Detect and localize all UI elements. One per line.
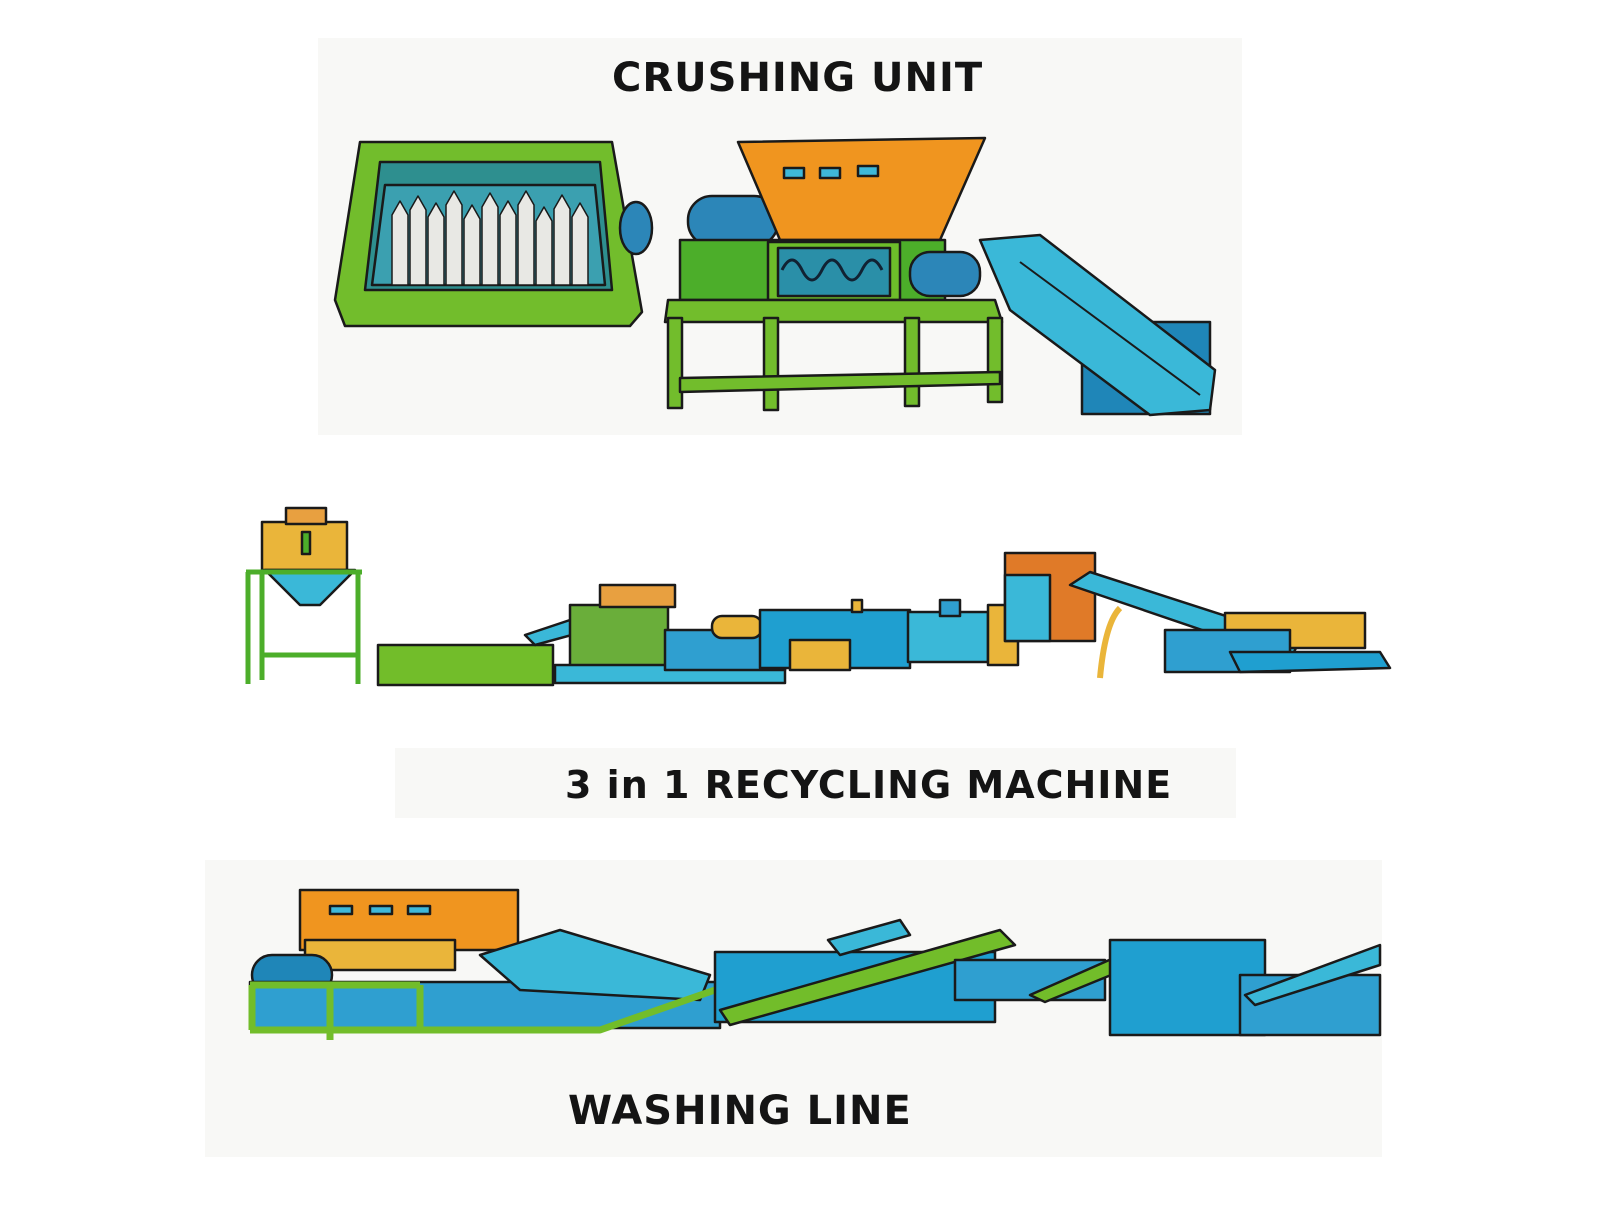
shredder-box	[333, 140, 654, 328]
conveyor-chute	[978, 233, 1217, 417]
washing-line-title: WASHING LINE	[568, 1088, 912, 1134]
recycling-label-panel	[395, 748, 1236, 818]
crushing-unit-title: CRUSHING UNIT	[612, 55, 984, 101]
shredder-machine	[663, 136, 1004, 412]
recycling-machine-line	[245, 506, 1392, 687]
recycling-machine-title: 3 in 1 RECYCLING MACHINE	[565, 763, 1173, 807]
washing-line	[248, 888, 1382, 1040]
